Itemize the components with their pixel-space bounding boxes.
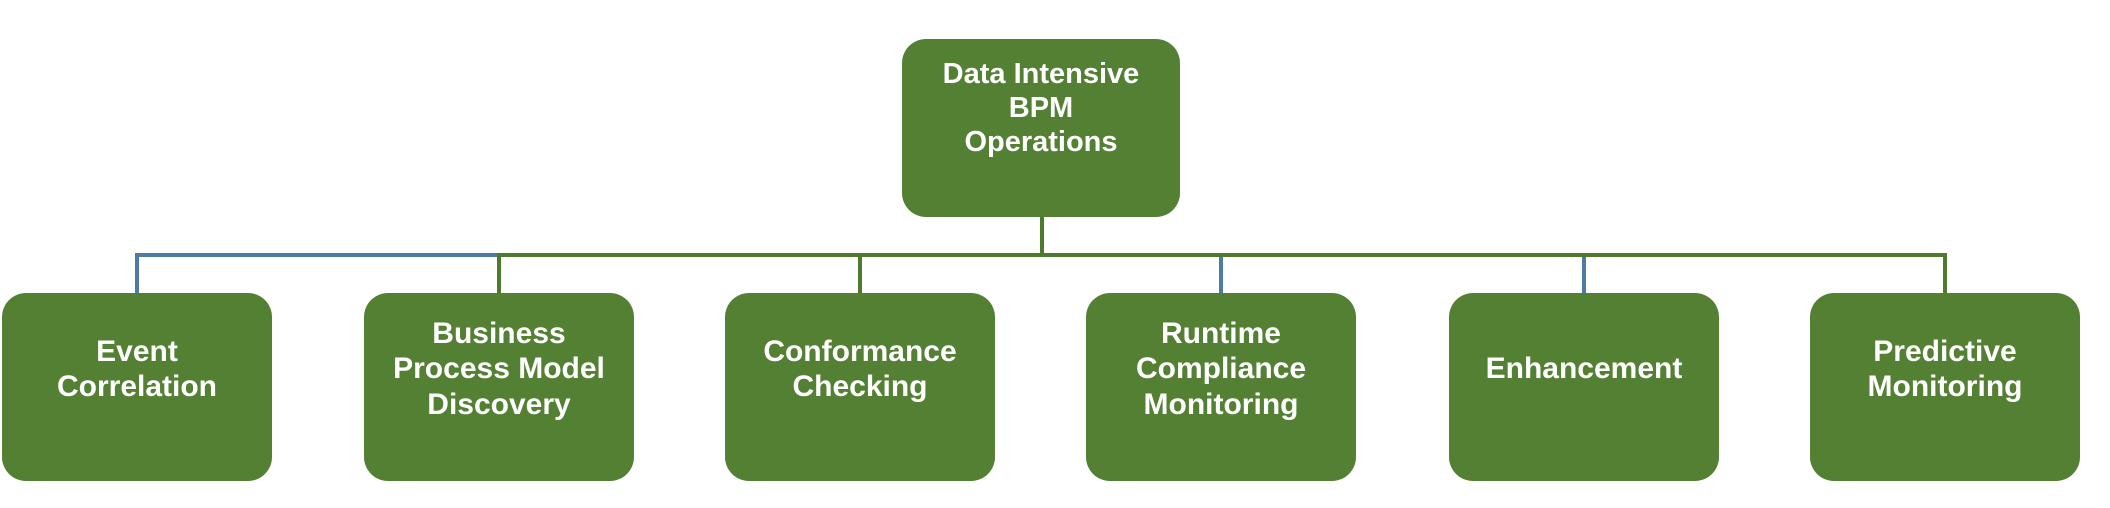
node-label: Enhancement [1485, 352, 1683, 386]
node-label: Predictive Monitoring [1867, 334, 2023, 403]
node-label: Data Intensive BPM Operations [942, 57, 1140, 159]
node-event-correlation: Event Correlation [2, 293, 272, 481]
node-predictive-monitoring: Predictive Monitoring [1810, 293, 2080, 481]
connector-drop-enhancement [1582, 257, 1586, 295]
connector-bus-right-segment [497, 253, 1947, 257]
connector-drop-runtime-compliance-monitoring [1219, 257, 1223, 295]
node-label: Event Correlation [56, 334, 218, 403]
connector-root-stub [1040, 217, 1044, 257]
connector-drop-business-process-model-discovery [497, 257, 501, 295]
node-data-intensive-bpm-operations: Data Intensive BPM Operations [902, 39, 1180, 217]
node-runtime-compliance-monitoring: Runtime Compliance Monitoring [1086, 293, 1356, 481]
node-label: Business Process Model Discovery [393, 316, 605, 421]
node-label: Runtime Compliance Monitoring [1135, 316, 1307, 421]
node-business-process-model-discovery: Business Process Model Discovery [364, 293, 634, 481]
node-enhancement: Enhancement [1449, 293, 1719, 481]
connector-drop-predictive-monitoring [1943, 257, 1947, 295]
node-conformance-checking: Conformance Checking [725, 293, 995, 481]
node-label: Conformance Checking [763, 334, 957, 403]
connector-bus-left-segment [135, 253, 499, 257]
connector-drop-event-correlation [135, 257, 139, 295]
connector-drop-conformance-checking [858, 257, 862, 295]
